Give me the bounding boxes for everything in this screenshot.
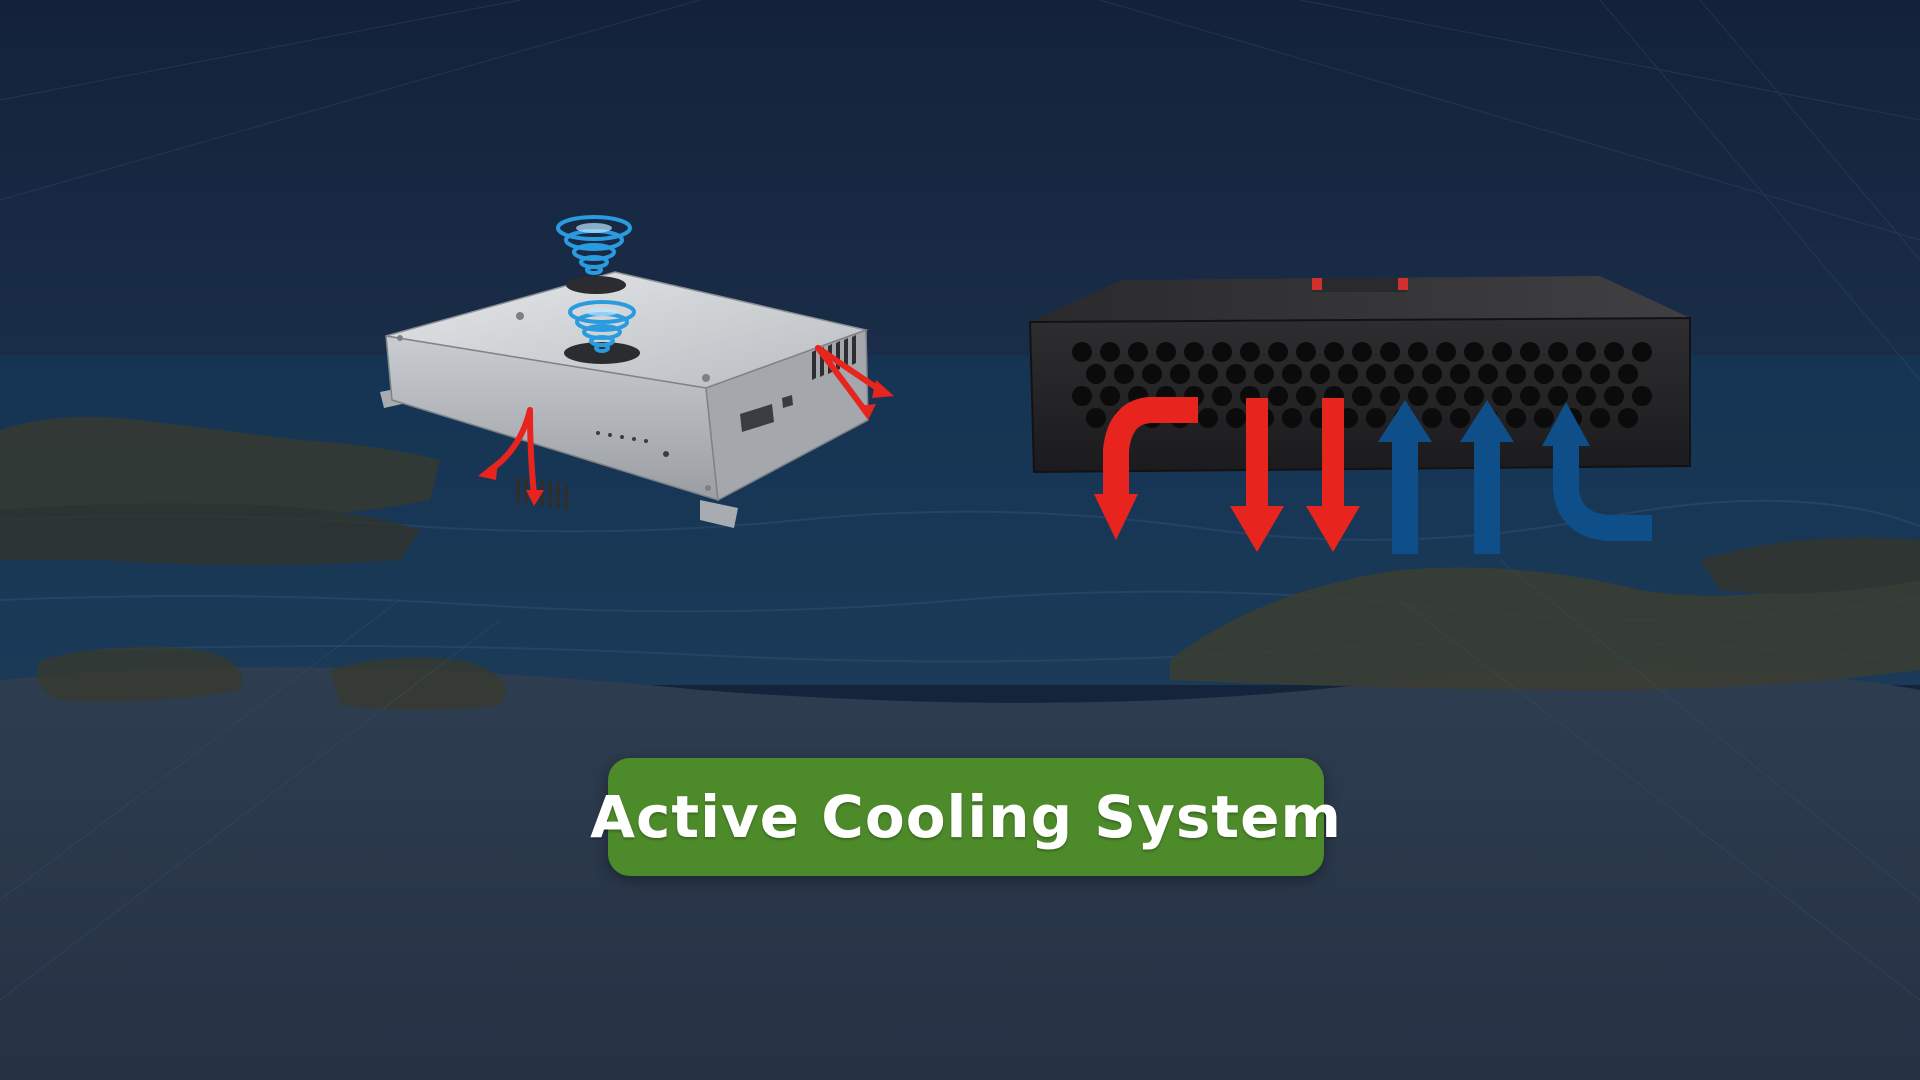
vent-hole: [1632, 342, 1652, 362]
vent-hole: [1310, 364, 1330, 384]
vent-hole: [1212, 386, 1232, 406]
vent-hole: [1464, 342, 1484, 362]
vent-hole: [1100, 386, 1120, 406]
vent-hole: [1604, 342, 1624, 362]
vent-hole: [1086, 408, 1106, 428]
vent-hole: [1352, 342, 1372, 362]
vent-hole: [1520, 386, 1540, 406]
vent-hole: [1506, 408, 1526, 428]
vent-hole: [1562, 364, 1582, 384]
vent-hole: [1618, 364, 1638, 384]
vent-hole: [1240, 342, 1260, 362]
vent-hole: [1282, 408, 1302, 428]
vent-hole: [1324, 342, 1344, 362]
vent-hole: [1478, 364, 1498, 384]
rocks-right: [1170, 537, 1920, 690]
vent-hole: [1632, 386, 1652, 406]
cool-airflow-arrow-icon: [1378, 400, 1652, 554]
vent-hole: [1338, 364, 1358, 384]
vent-hole: [1450, 364, 1470, 384]
vent-hole: [1142, 364, 1162, 384]
vent-hole: [1520, 342, 1540, 362]
vent-hole: [1198, 364, 1218, 384]
vent-hole: [1254, 364, 1274, 384]
vent-hole: [1534, 408, 1554, 428]
vent-hole: [1590, 364, 1610, 384]
vent-hole: [1450, 408, 1470, 428]
vent-hole: [1576, 342, 1596, 362]
vent-hole: [1170, 364, 1190, 384]
vent-hole: [1464, 386, 1484, 406]
vent-hole: [1408, 342, 1428, 362]
vent-hole: [1436, 342, 1456, 362]
vent-hole: [1268, 386, 1288, 406]
vent-hole: [1352, 386, 1372, 406]
fan-swirl-icon: [568, 300, 636, 353]
vent-hole: [1226, 364, 1246, 384]
rocks-left: [0, 416, 506, 710]
vent-hole: [1072, 342, 1092, 362]
vent-hole: [1408, 386, 1428, 406]
vent-hole: [1072, 386, 1092, 406]
vent-hole: [1086, 364, 1106, 384]
fan-swirl-icon: [556, 215, 632, 275]
page-title: Active Cooling System: [590, 783, 1342, 851]
vent-hole: [1226, 408, 1246, 428]
vent-hole: [1296, 342, 1316, 362]
vent-hole: [1198, 408, 1218, 428]
vent-hole: [1534, 364, 1554, 384]
vent-hole: [1576, 386, 1596, 406]
silver-mini-pc: [380, 271, 869, 528]
vent-hole: [1492, 386, 1512, 406]
vent-hole: [1548, 386, 1568, 406]
vent-hole: [1506, 364, 1526, 384]
vent-hole: [1590, 408, 1610, 428]
vent-hole: [1296, 386, 1316, 406]
vent-hole: [1380, 342, 1400, 362]
vent-hole: [1114, 364, 1134, 384]
vent-hole: [1548, 342, 1568, 362]
vent-hole: [1422, 408, 1442, 428]
vent-hole: [1436, 386, 1456, 406]
vent-hole: [1128, 342, 1148, 362]
vent-hole: [1184, 342, 1204, 362]
title-badge: Active Cooling System: [590, 758, 1341, 876]
vent-hole: [1618, 408, 1638, 428]
hot-airflow-arrow-icon: [1094, 397, 1360, 552]
vent-hole: [1268, 342, 1288, 362]
black-mini-pc: [1028, 276, 1691, 474]
vent-hole: [1156, 342, 1176, 362]
mesh-overlay: [0, 0, 1920, 1001]
vent-hole: [1366, 364, 1386, 384]
vent-hole: [1380, 386, 1400, 406]
hot-airflow-arrowheads: [478, 380, 894, 506]
vent-hole: [1100, 342, 1120, 362]
vent-hole: [1212, 342, 1232, 362]
vent-hole: [1394, 364, 1414, 384]
vent-hole: [1282, 364, 1302, 384]
vent-hole: [1492, 342, 1512, 362]
vent-hole: [1422, 364, 1442, 384]
vent-hole: [1366, 408, 1386, 428]
vent-hole: [1604, 386, 1624, 406]
